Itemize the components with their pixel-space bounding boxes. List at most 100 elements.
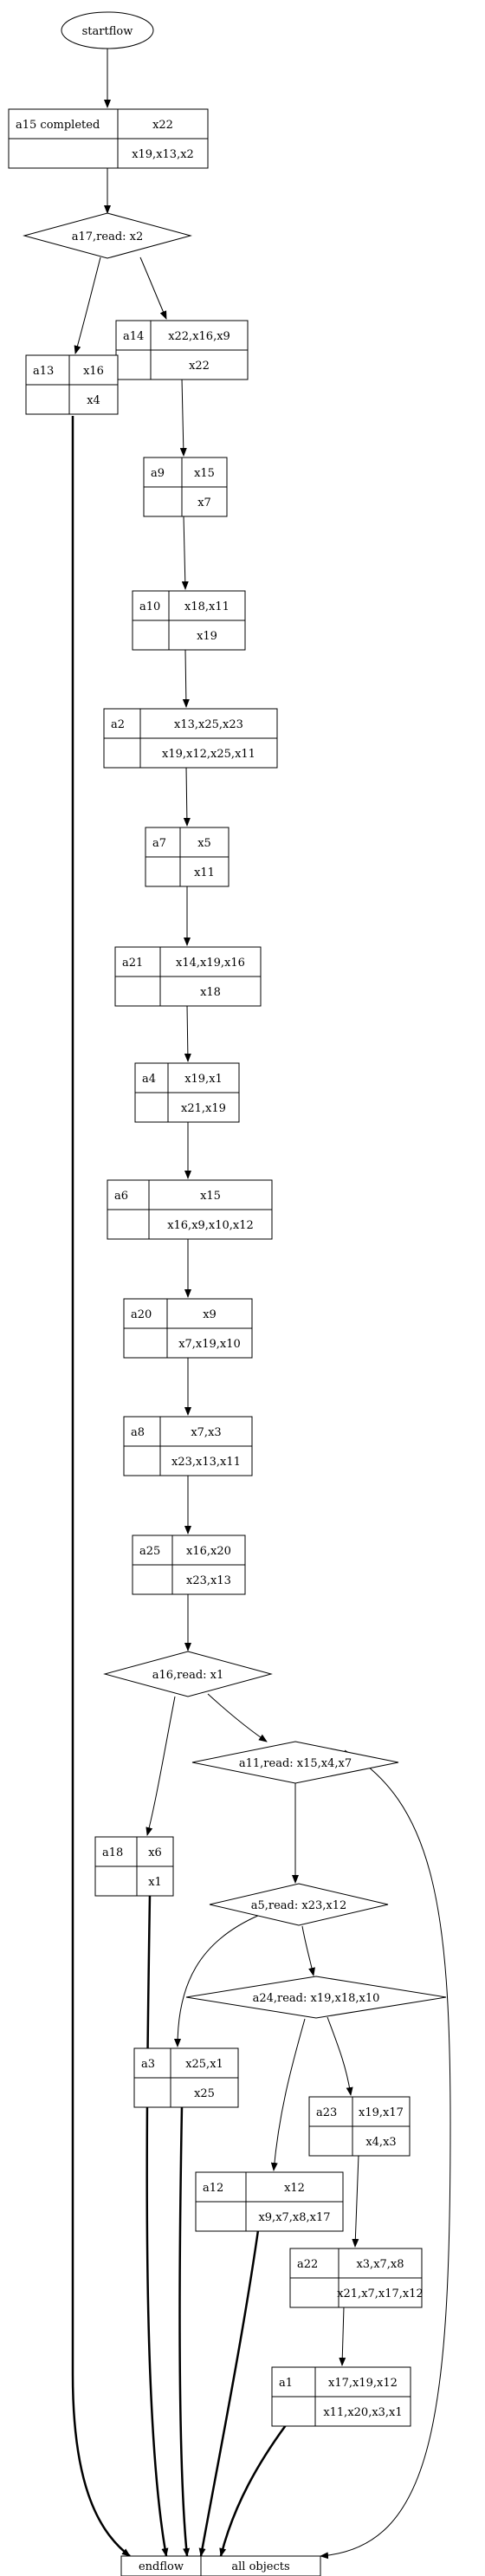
edge-a18-end xyxy=(146,1894,169,2557)
table-node-a18: a18 x6 x1 xyxy=(94,1836,174,1897)
edge-a12-end xyxy=(198,2229,260,2557)
diamond-label: a24,read: x19,x18,x10 xyxy=(253,1992,380,2005)
start-node: startflow xyxy=(61,11,154,49)
node-read-vars: x4 xyxy=(87,394,100,407)
edge-a24-a12 xyxy=(270,2018,306,2171)
diamond-a24: a24,read: x19,x18,x10 xyxy=(185,1976,447,2019)
node-written-vars: x3,x7,x8 xyxy=(356,2258,404,2271)
node-read-vars: x16,x9,x10,x12 xyxy=(167,1219,254,1232)
node-read-vars: x21,x19 xyxy=(181,1102,226,1115)
node-id: a14 xyxy=(123,330,144,343)
edge-a16-a11 xyxy=(207,1693,268,1742)
edge-a17-a13 xyxy=(74,256,101,354)
node-id: a13 xyxy=(33,365,54,378)
diamond-a5: a5,read: x23,x12 xyxy=(209,1883,389,1926)
edge-a13-end xyxy=(71,416,131,2557)
edge-a23-a22 xyxy=(352,2154,359,2248)
edge-a1-end xyxy=(219,2424,288,2557)
node-id: a12 xyxy=(203,2182,223,2195)
diamond-label: a17,read: x2 xyxy=(72,230,144,243)
table-node-a6: a6 x15 x16,x9,x10,x12 xyxy=(107,1179,273,1240)
diamond-label: a11,read: x15,x4,x7 xyxy=(239,1757,352,1770)
table-node-a15: a15 completed x22 x19,x13,x2 xyxy=(8,108,209,169)
node-written-vars: x14,x19,x16 xyxy=(176,957,245,970)
node-read-vars: x19 xyxy=(197,630,217,643)
node-written-vars: x15 xyxy=(194,467,215,480)
node-id: a15 completed xyxy=(16,119,100,132)
node-id: a6 xyxy=(114,1190,128,1203)
node-read-vars: x19,x13,x2 xyxy=(132,148,194,161)
node-id: a22 xyxy=(297,2258,318,2271)
node-written-vars: x7,x3 xyxy=(191,1426,221,1439)
node-read-vars: x18 xyxy=(200,986,221,999)
node-written-vars: x22 xyxy=(152,119,173,132)
node-id: a7 xyxy=(152,837,166,850)
edge-a17-a14 xyxy=(139,256,167,320)
diamond-a17: a17,read: x2 xyxy=(23,212,192,259)
node-read-vars: x1 xyxy=(148,1876,162,1889)
node-id: a25 xyxy=(139,1545,160,1558)
node-id: a4 xyxy=(142,1073,156,1086)
edge-a24-a23 xyxy=(327,2016,353,2096)
node-read-vars: x7 xyxy=(197,496,211,509)
table-node-a13: a13 x16 x4 xyxy=(25,354,119,415)
node-id: a8 xyxy=(131,1426,145,1439)
end-label: endflow xyxy=(139,2560,184,2573)
edge-a14-a9 xyxy=(179,378,187,457)
node-written-vars: x18,x11 xyxy=(184,600,230,613)
node-id: a21 xyxy=(122,957,143,970)
edge-a10-a2 xyxy=(182,649,190,708)
node-written-vars: x12 xyxy=(284,2182,305,2195)
edge-a9-a10 xyxy=(181,515,189,590)
node-id: a18 xyxy=(102,1846,123,1859)
node-id: a3 xyxy=(141,2058,155,2071)
table-node-a3: a3 x25,x1 x25 xyxy=(133,2047,239,2108)
node-written-vars: x16,x20 xyxy=(186,1545,231,1558)
edge-a2-a7 xyxy=(183,766,191,827)
node-written-vars: x25,x1 xyxy=(185,2058,223,2071)
node-id: a23 xyxy=(316,2106,337,2119)
node-read-vars: x4,x3 xyxy=(365,2136,396,2149)
edge-a5-a24 xyxy=(301,1925,315,1976)
node-read-vars: x25 xyxy=(194,2087,215,2100)
table-node-a22: a22 x3,x7,x8 x21,x7,x17,x12 xyxy=(289,2248,424,2308)
edge-a22-a1 xyxy=(339,2306,346,2366)
node-written-vars: x15 xyxy=(200,1190,221,1203)
node-written-vars: x17,x19,x12 xyxy=(328,2377,398,2390)
node-written-vars: x19,x17 xyxy=(359,2106,404,2119)
node-read-vars: x22 xyxy=(189,360,210,373)
table-node-a14: a14 x22,x16,x9 x22 xyxy=(115,320,249,380)
node-written-vars: x13,x25,x23 xyxy=(174,718,243,731)
end-edges xyxy=(71,416,288,2557)
edge-a16-a18 xyxy=(146,1696,176,1836)
node-read-vars: x7,x19,x10 xyxy=(178,1338,241,1351)
node-written-vars: x6 xyxy=(148,1846,162,1859)
table-node-a21: a21 x14,x19,x16 x18 xyxy=(114,946,262,1007)
node-written-vars: x9 xyxy=(203,1308,217,1321)
table-nodes: a15 completed x22 x19,x13,x2 a14 x22,x16,x9 x… xyxy=(8,108,424,2427)
node-written-vars: x22,x16,x9 xyxy=(168,330,230,343)
edge-a5-a3 xyxy=(174,1914,261,2047)
diamond-label: a16,read: x1 xyxy=(152,1669,224,1682)
end-node: endflow all objects xyxy=(120,2555,321,2576)
end-objects-label: all objects xyxy=(231,2560,289,2573)
node-read-vars: x11,x20,x3,x1 xyxy=(323,2406,402,2419)
edge-a21-a4 xyxy=(184,1004,191,1062)
node-id: a2 xyxy=(111,718,125,731)
diamond-label: a5,read: x23,x12 xyxy=(251,1899,347,1912)
diamond-a16: a16,read: x1 xyxy=(103,1651,273,1697)
node-id: a1 xyxy=(279,2377,293,2390)
node-written-vars: x16 xyxy=(83,365,104,378)
table-node-a23: a23 x19,x17 x4,x3 xyxy=(308,2096,411,2157)
table-node-a1: a1 x17,x19,x12 x11,x20,x3,x1 xyxy=(271,2366,411,2427)
node-read-vars: x21,x7,x17,x12 xyxy=(337,2287,424,2300)
node-id: a10 xyxy=(139,600,160,613)
start-label: startflow xyxy=(82,25,133,38)
node-read-vars: x19,x12,x25,x11 xyxy=(162,748,255,761)
